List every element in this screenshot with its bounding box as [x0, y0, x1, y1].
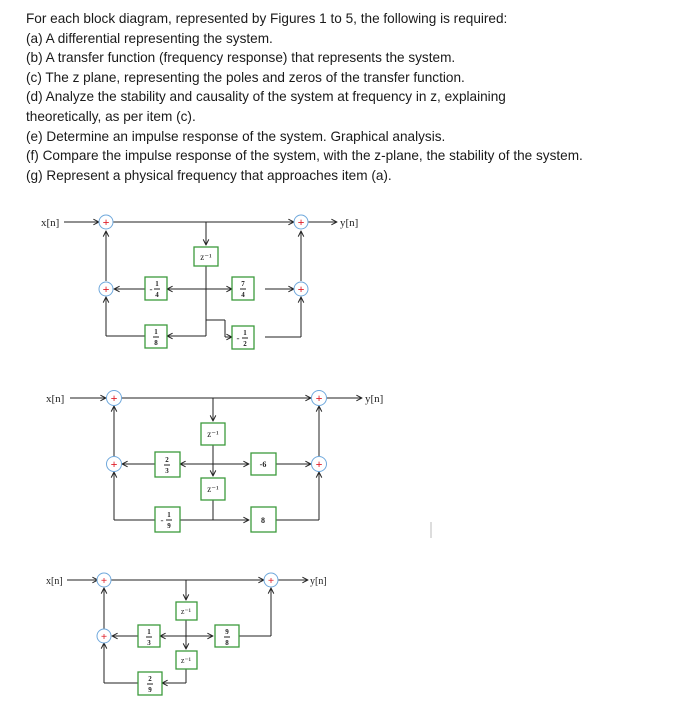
svg-text:1: 1	[147, 628, 151, 636]
svg-text:8: 8	[225, 639, 229, 647]
fig3-coef-right-top: 9 8	[214, 624, 240, 648]
svg-text:8: 8	[154, 339, 158, 347]
fig1-adder-in: +	[98, 214, 114, 230]
fig2-coef-right-bottom: 8	[250, 506, 277, 533]
fig1-adder-out: +	[293, 214, 309, 230]
question-intro: For each block diagram, represented by F…	[26, 11, 508, 26]
svg-text:1: 1	[167, 511, 171, 519]
svg-text:+: +	[316, 391, 323, 405]
fig2-delay-block-1: z⁻¹	[200, 422, 226, 446]
svg-text:+: +	[298, 282, 305, 296]
fig3-coef-left-bottom: 2 9	[137, 671, 163, 696]
fig1-coef-left-top: - 1 4	[144, 276, 168, 301]
svg-text:z⁻¹: z⁻¹	[207, 484, 219, 494]
svg-text:4: 4	[155, 291, 159, 299]
svg-text:+: +	[298, 215, 305, 229]
question-item-c: (c) The z plane, representing the poles …	[26, 69, 465, 85]
fig3-delay-block-1: z⁻¹	[175, 601, 198, 621]
svg-text:3: 3	[165, 467, 169, 475]
fig2-input-label: x[n]	[46, 393, 64, 405]
fig2-coef-left-top: 2 3	[154, 451, 181, 478]
svg-text:+: +	[316, 457, 323, 471]
svg-text:9: 9	[148, 686, 152, 694]
svg-text:4: 4	[241, 291, 245, 299]
svg-text:-: -	[237, 333, 240, 343]
fig2-coef-left-bottom: - 1 9	[154, 506, 181, 533]
question-item-d-cont: theoretically, as per item (c).	[26, 108, 196, 124]
fig2-adder-in: +	[106, 390, 122, 406]
question-item-d: (d) Analyze the stability and causality …	[26, 89, 506, 105]
svg-text:8: 8	[261, 516, 265, 525]
fig3-adder-left: +	[96, 628, 112, 644]
svg-text:1: 1	[243, 329, 247, 337]
fig2-adder-right: +	[311, 456, 327, 472]
svg-text:9: 9	[225, 628, 229, 636]
svg-text:2: 2	[148, 675, 152, 683]
fig3-adder-out: +	[263, 572, 279, 588]
svg-text:-: -	[161, 515, 164, 525]
fig2-coef-right-top: -6	[250, 452, 277, 476]
svg-text:1: 1	[154, 328, 158, 336]
svg-text:3: 3	[147, 639, 151, 647]
fig2-adder-out: +	[311, 390, 327, 406]
fig1-coef-right-top: 7 4	[231, 276, 255, 301]
figure-1: x[n] y[n] + + + + z⁻¹ - 1 4 1	[41, 214, 358, 350]
fig1-adder-left: +	[98, 281, 114, 297]
svg-text:-6: -6	[260, 460, 267, 469]
fig2-delay-block-2: z⁻¹	[200, 477, 226, 501]
svg-text:z⁻¹: z⁻¹	[200, 252, 212, 262]
svg-text:z⁻¹: z⁻¹	[181, 656, 192, 665]
svg-text:2: 2	[243, 340, 247, 348]
fig3-coef-left-top: 1 3	[137, 624, 161, 648]
svg-text:+: +	[101, 575, 107, 587]
fig1-coef-left-bottom: 1 8	[144, 324, 168, 349]
question-item-f: (f) Compare the impulse response of the …	[26, 148, 583, 164]
fig1-coef-right-bottom: - 1 2	[231, 325, 255, 350]
question-item-e: (e) Determine an impulse response of the…	[26, 128, 446, 144]
question-item-b: (b) A transfer function (frequency respo…	[26, 50, 456, 66]
svg-text:z⁻¹: z⁻¹	[207, 429, 219, 439]
svg-text:+: +	[111, 457, 118, 471]
figure-2: x[n] y[n] + + + + z⁻¹ z⁻¹ 2 3 - 1	[46, 390, 432, 538]
svg-text:+: +	[103, 215, 110, 229]
svg-text:1: 1	[155, 280, 159, 288]
svg-text:-: -	[150, 284, 153, 294]
svg-text:9: 9	[167, 522, 171, 530]
svg-text:7: 7	[241, 280, 245, 288]
svg-text:z⁻¹: z⁻¹	[181, 607, 192, 616]
figure-3: x[n] y[n] + + + z⁻¹ z⁻¹ 1 3 2 9 9	[46, 572, 327, 696]
fig1-input-label: x[n]	[41, 217, 59, 229]
fig1-delay-block: z⁻¹	[193, 246, 219, 267]
fig1-output-label: y[n]	[340, 217, 358, 229]
svg-text:+: +	[111, 391, 118, 405]
fig3-output-label: y[n]	[310, 576, 327, 587]
fig3-input-label: x[n]	[46, 576, 63, 587]
question-item-a: (a) A differential representing the syst…	[26, 30, 273, 46]
svg-text:+: +	[268, 575, 274, 587]
fig3-delay-block-2: z⁻¹	[175, 650, 198, 670]
fig1-adder-right: +	[293, 281, 309, 297]
fig2-adder-left: +	[106, 456, 122, 472]
svg-text:2: 2	[165, 456, 169, 464]
question-text: For each block diagram, represented by F…	[26, 9, 666, 185]
fig3-adder-in: +	[96, 572, 112, 588]
svg-text:+: +	[101, 631, 107, 643]
svg-text:+: +	[103, 282, 110, 296]
fig2-output-label: y[n]	[365, 393, 383, 405]
question-item-g: (g) Represent a physical frequency that …	[26, 167, 392, 183]
